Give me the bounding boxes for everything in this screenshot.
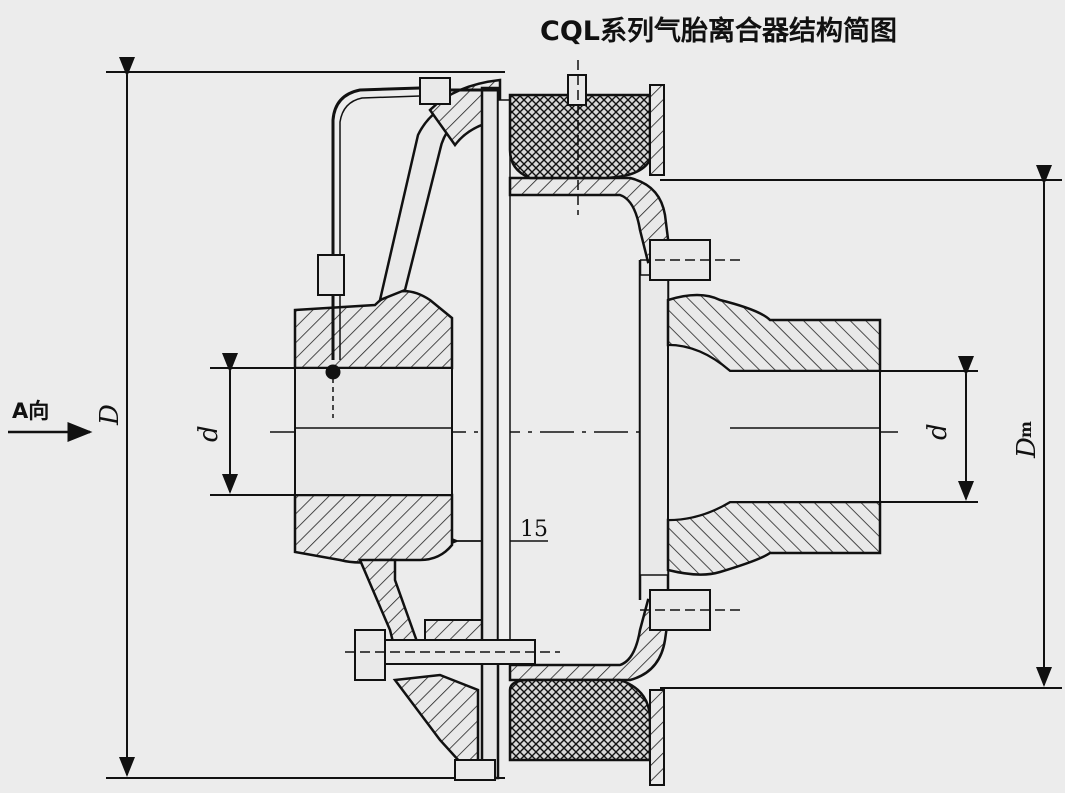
drum-upper-wall bbox=[508, 176, 672, 264]
bolts bbox=[345, 60, 740, 781]
friction-disc bbox=[497, 99, 511, 641]
bottom-screw bbox=[454, 759, 496, 781]
drum-web bbox=[639, 274, 669, 576]
left-hub-bore bbox=[294, 367, 453, 496]
top-valve bbox=[567, 74, 587, 106]
lower-bolt-head bbox=[354, 629, 386, 681]
gap-dimension-label: 15 bbox=[520, 517, 548, 542]
drum-lower-wall bbox=[508, 598, 672, 682]
left-hub bbox=[293, 289, 454, 564]
tyre-flange-upper bbox=[649, 84, 665, 176]
outer-diameter-label: D bbox=[95, 404, 125, 426]
air-pipe-line bbox=[331, 86, 421, 360]
air-tyre-upper bbox=[508, 93, 652, 180]
friction-plate bbox=[480, 86, 500, 780]
air-pipe-inner bbox=[339, 95, 421, 360]
mean-diameter-base: D bbox=[1012, 437, 1042, 459]
view-direction-label: A向 bbox=[12, 399, 49, 423]
air-pipe bbox=[317, 77, 500, 418]
left-hub-upper-section bbox=[293, 289, 454, 370]
air-tyre-lower bbox=[508, 678, 652, 762]
mean-diameter-subscript: m bbox=[1016, 421, 1035, 438]
diagram-title: CQL系列气胎离合器结构简图 bbox=[540, 15, 897, 47]
left-bore-label: d bbox=[194, 425, 224, 442]
mean-diameter-label: D m bbox=[1012, 421, 1042, 459]
right-bore-label: d bbox=[923, 423, 953, 440]
right-hub bbox=[666, 293, 882, 576]
drum bbox=[508, 176, 672, 682]
lower-arm bbox=[392, 673, 480, 764]
pipe-nozzle bbox=[325, 364, 341, 380]
tyre-flange-lower bbox=[649, 689, 665, 786]
right-hub-bore bbox=[667, 343, 881, 522]
left-hub-lower-section bbox=[293, 493, 454, 564]
pipe-fitting-middle bbox=[317, 254, 345, 296]
pipe-fitting-top bbox=[419, 77, 451, 105]
